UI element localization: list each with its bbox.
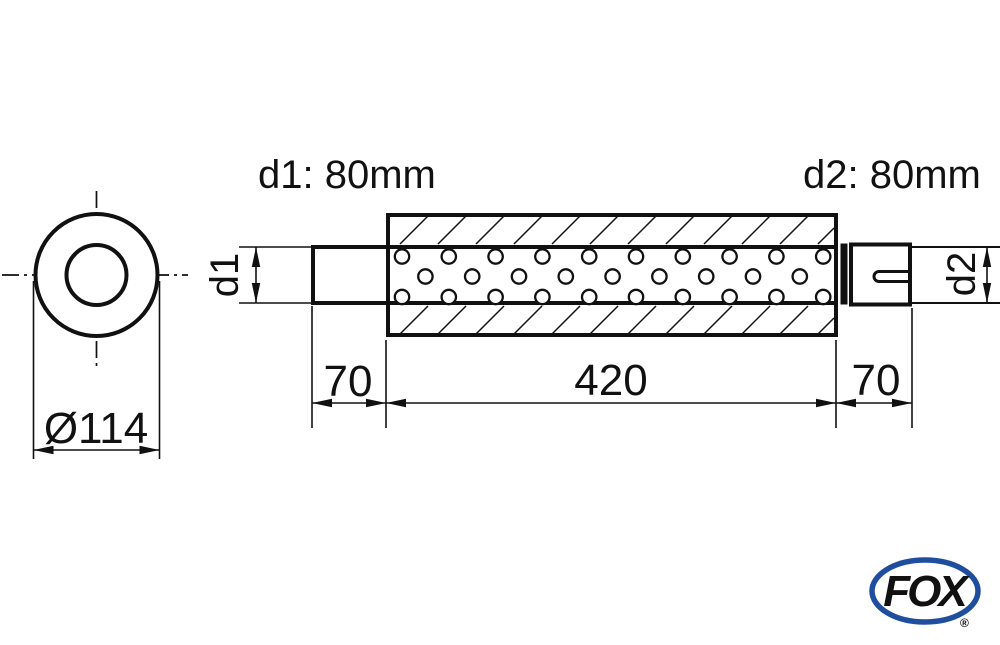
perforation-hole bbox=[440, 288, 458, 306]
hatch-top-band bbox=[399, 215, 835, 245]
hatch-line bbox=[399, 305, 429, 335]
dimension-arrowhead bbox=[33, 445, 54, 455]
registered-trademark-icon: ® bbox=[960, 616, 969, 630]
fox-logo-ellipse bbox=[869, 557, 981, 625]
hatch-line bbox=[627, 305, 657, 335]
hatch-line bbox=[741, 215, 771, 245]
perforation-hole bbox=[768, 288, 785, 306]
dimension-arrowhead bbox=[982, 247, 992, 267]
hatch-line bbox=[665, 215, 695, 245]
dimension-arrowhead bbox=[982, 283, 992, 303]
perforation-hole bbox=[393, 288, 411, 306]
fox-logo: FOX ® bbox=[869, 557, 981, 630]
perforation-hole bbox=[627, 288, 645, 306]
dimension-arrowhead bbox=[139, 445, 160, 455]
dimension-arrowhead bbox=[892, 398, 912, 408]
perforation-hole bbox=[417, 268, 434, 285]
hatch-line bbox=[703, 305, 733, 335]
perforation-hole bbox=[557, 268, 575, 285]
perforation-hole bbox=[510, 268, 528, 285]
hatch-line bbox=[627, 215, 657, 245]
dimension-arrowhead bbox=[312, 398, 332, 408]
perforation-hole bbox=[814, 248, 832, 265]
perforation-hole bbox=[814, 288, 832, 306]
outlet-sleeve bbox=[849, 242, 912, 307]
sleeve-slot bbox=[872, 270, 909, 283]
hatch-line bbox=[817, 317, 835, 335]
perforation-hole bbox=[534, 288, 551, 306]
side-view: d1: 80mm d2: 80mm d1 d2 70 420 70 bbox=[33, 153, 1000, 455]
inner-pipe-circle bbox=[64, 243, 129, 307]
fox-logo-text: FOX bbox=[883, 567, 970, 616]
hatch-line bbox=[551, 215, 581, 245]
perforation-hole bbox=[768, 248, 785, 265]
perforation-hole bbox=[440, 248, 458, 265]
perforation-hole bbox=[674, 288, 692, 306]
dimension-arrowheads bbox=[33, 247, 992, 455]
hatch-line bbox=[437, 215, 467, 245]
perforation-hole bbox=[580, 248, 598, 265]
hatch-line bbox=[779, 305, 809, 335]
perforation-hole bbox=[393, 248, 411, 265]
dimension-arrowhead bbox=[251, 247, 261, 267]
hatch-line bbox=[437, 305, 467, 335]
hatch-line bbox=[741, 305, 771, 335]
front-view: Ø114 bbox=[2, 191, 188, 459]
hatch-line bbox=[589, 305, 619, 335]
perforation-hole bbox=[487, 288, 504, 306]
dimension-arrowhead bbox=[251, 283, 261, 303]
perforation-hole bbox=[580, 288, 598, 306]
hatch-line bbox=[665, 305, 695, 335]
dimension-arrowhead bbox=[816, 398, 836, 408]
outlet-length-label: 70 bbox=[852, 356, 901, 405]
hatch-line bbox=[551, 305, 581, 335]
dimension-arrowhead bbox=[386, 398, 406, 408]
dimension-arrowhead bbox=[366, 398, 386, 408]
perforation-hole bbox=[721, 288, 738, 306]
hatch-bottom-band bbox=[399, 305, 835, 335]
perforation-hole bbox=[651, 268, 668, 285]
perforation-hole bbox=[674, 248, 692, 265]
perforation-hole bbox=[791, 268, 809, 285]
perforation-hole bbox=[697, 268, 715, 285]
hatch-line bbox=[779, 215, 809, 245]
diameter-dimension-label: Ø114 bbox=[44, 404, 148, 453]
perforation-hole bbox=[721, 248, 738, 265]
perforation-hole bbox=[604, 268, 621, 285]
body-length-label: 420 bbox=[574, 356, 647, 405]
perforation-hole bbox=[534, 248, 551, 265]
outlet-diameter-header: d2: 80mm bbox=[803, 153, 981, 197]
hatch-line bbox=[589, 215, 619, 245]
inlet-diameter-header: d1: 80mm bbox=[258, 153, 436, 197]
hatch-line bbox=[475, 215, 505, 245]
hatch-line bbox=[817, 227, 835, 245]
hatch-line bbox=[399, 215, 429, 245]
d1-dimension-label: d1 bbox=[203, 253, 247, 298]
dimension-arrowhead bbox=[836, 398, 856, 408]
perforation-hole bbox=[627, 248, 645, 265]
perforation-hole bbox=[463, 268, 481, 285]
perforation-hole bbox=[487, 248, 504, 265]
inlet-length-label: 70 bbox=[324, 357, 373, 406]
perforation-hole bbox=[744, 268, 762, 285]
hatch-line bbox=[475, 305, 505, 335]
hatch-line bbox=[513, 215, 543, 245]
clamp-ring bbox=[840, 243, 848, 305]
d2-dimension-label: d2 bbox=[940, 252, 984, 297]
perforation-holes bbox=[393, 248, 832, 306]
hatch-line bbox=[513, 305, 543, 335]
hatch-line bbox=[703, 215, 733, 245]
